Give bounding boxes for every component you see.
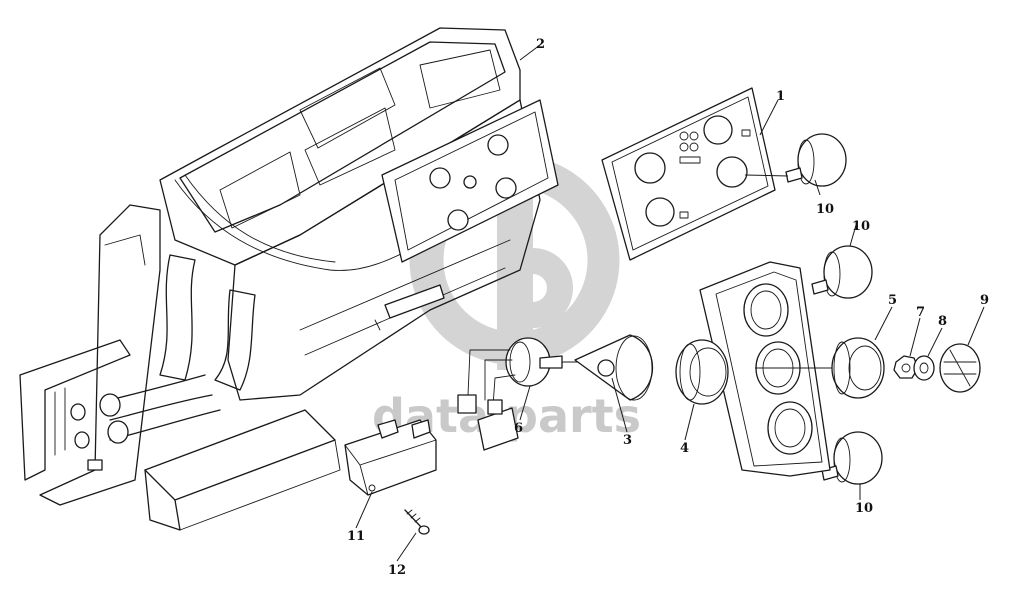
- callout-1: 1: [776, 89, 785, 104]
- leader-lines: [355, 44, 985, 562]
- callout-7: 7: [916, 305, 925, 320]
- gauge-cup: [559, 334, 653, 401]
- warning-lamp-lower: [821, 431, 883, 485]
- switch-with-harness: [457, 337, 563, 451]
- callout-12: 12: [388, 563, 406, 578]
- callout-10-upper: 10: [816, 202, 834, 217]
- heater-housing-assembly: [19, 27, 559, 506]
- callout-6: 6: [514, 421, 523, 436]
- control-knob: [939, 343, 981, 393]
- callout-4: 4: [680, 441, 689, 456]
- callout-3: 3: [623, 433, 632, 448]
- callout-9: 9: [980, 293, 989, 308]
- relay-bracket: [344, 419, 437, 496]
- warning-lamp-middle: [811, 245, 873, 299]
- warning-lamp-upper: [744, 133, 847, 187]
- callout-11: 11: [347, 529, 365, 544]
- callout-labels: 2 1 10 10 5 7 8 9 10 6 3 4 11 12: [347, 37, 989, 578]
- gauge-housing-panel: [699, 261, 840, 477]
- instrument-cluster-panel: [601, 87, 776, 261]
- bezel-ring: [675, 339, 729, 405]
- callout-10-middle: 10: [852, 219, 870, 234]
- screw: [404, 509, 430, 535]
- adapter-sleeve: [831, 337, 885, 399]
- callout-5: 5: [888, 293, 897, 308]
- callout-10-lower: 10: [855, 501, 873, 516]
- callout-8: 8: [938, 314, 947, 329]
- washer: [913, 355, 935, 381]
- floor-air-duct: [144, 409, 341, 531]
- callout-2: 2: [536, 37, 545, 52]
